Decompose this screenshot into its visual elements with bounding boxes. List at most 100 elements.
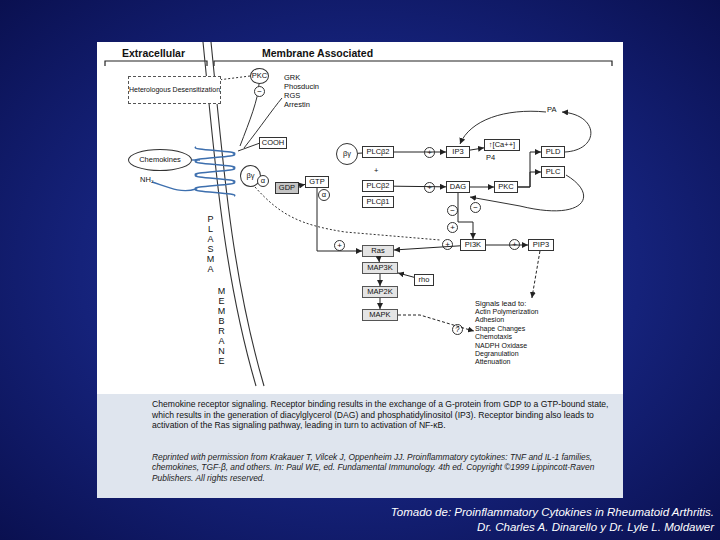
process-box: DAG [446,181,470,193]
sign-marker: − [254,86,265,97]
node-text: GDP [279,184,295,192]
connector-arrow [398,273,414,277]
circle-node: Chemokines [128,149,192,171]
node-text: NADPH Oxidase [475,342,527,350]
annotation: PLASMA [206,214,215,274]
annotation: Arrestin [284,101,334,110]
circle-node: PKC [250,68,269,84]
connector-arrow [470,187,494,188]
sign-marker: + [424,147,435,158]
connector-arrow [532,251,540,298]
process-box: PIP3 [528,239,554,251]
node-text: IP3 [452,148,463,156]
node-text: Ras [371,247,384,255]
node-text: PLCβ2 [366,182,389,190]
process-box: PI3K [460,239,486,251]
node-text: Degranulation [475,350,519,358]
annotation: RGS [284,92,334,101]
sign-marker: − [447,205,458,216]
process-box: PLCβ2 [362,180,394,192]
connector-arrow [518,152,541,187]
node-text: ↑[Ca++] [489,141,515,149]
connector-arrow [470,148,484,150]
header-bracket [214,61,612,66]
process-box: PLCβ2 [362,146,394,158]
node-text: PLC [546,168,561,176]
node-text: α [261,177,265,185]
connector-arrow [380,274,381,286]
node-text: Signals lead to: [475,299,526,308]
connector-arrow [458,193,473,239]
node-text: Chemotaxis [475,333,512,341]
ligand-link [192,159,200,160]
node-text: Adhesion [475,316,504,324]
process-box: PLD [541,146,565,158]
figure-panel [97,42,623,498]
node-text: Heterologous Desensitization [129,86,220,93]
sign-marker: + [424,182,435,193]
process-box: MAP3K [362,262,398,274]
annotation: P4 [486,154,506,163]
node-text: GTP [309,178,324,186]
connector-arrow [380,298,381,309]
annotation: + [374,167,384,176]
process-box: Ras [362,245,394,257]
feedback-arrow [470,175,584,211]
process-box: MAP2K [362,286,398,298]
process-box: PLCβ1 [362,196,394,208]
annotation: PA [547,106,567,115]
node-text: MAP2K [367,288,392,296]
receptor-helices [195,147,235,196]
source-note: Dr. Charles A. Dinarello y Dr. Lyle L. M… [300,520,714,535]
sign-marker: + [447,222,458,233]
process-box: PKC [494,181,518,193]
process-box: MAPK [362,309,398,321]
node-text: COOH [262,139,285,147]
annotation: GRK [284,74,334,83]
region-header: Extracellular [122,47,212,59]
node-text: PKC [498,183,513,191]
process-box: PLC [541,166,565,178]
figure-caption: Chemokine receptor signaling. Receptor b… [152,399,614,431]
node-text: βγ [343,150,351,158]
source-note: Tomado de: Proinflammatory Cytokines in … [300,505,714,520]
receptor-tail [152,182,196,191]
connector-arrow [394,152,446,153]
connector-arrow [317,188,362,251]
node-text: Attenuation [475,358,510,366]
cooh-tail [238,143,260,151]
node-text: βγ [246,172,254,180]
node-text: PIP3 [533,241,549,249]
node-text: PI3K [465,241,481,249]
caption-panel [97,394,623,498]
annotation: Phosducin [284,83,334,92]
connector-arrow [486,245,528,246]
region-header: Membrane Associated [262,47,412,59]
circle-node: α [318,189,330,201]
node-text: PLCβ1 [366,198,389,206]
node-text: PKC [252,72,267,80]
sign-marker: + [334,240,345,251]
node-text: MAPK [369,311,390,319]
node-text: PLD [546,148,561,156]
connector-arrow [518,172,541,187]
node-text: rho [419,276,430,284]
node-text: MAP3K [367,264,392,272]
outcome-list: Signals lead to:Actin PolymerizationAdhe… [474,298,574,390]
annotation: Reprinted with permission from Krakauer … [152,452,614,483]
process-box: ↑[Ca++] [484,139,520,151]
process-box: IP3 [446,146,470,158]
process-box: rho [414,274,434,286]
signal-line [255,187,440,240]
sign-marker: + [509,239,520,250]
connector-arrow [394,186,446,188]
pa-arrow [562,112,591,152]
sign-marker: ? [452,324,463,335]
process-box: GTP [305,176,329,188]
process-box: COOH [259,137,287,149]
annotation: NH₂ [140,176,170,185]
process-box: Heterologous Desensitization [128,76,221,104]
process-box: GDP [275,182,299,194]
sign-marker: + [442,239,453,250]
